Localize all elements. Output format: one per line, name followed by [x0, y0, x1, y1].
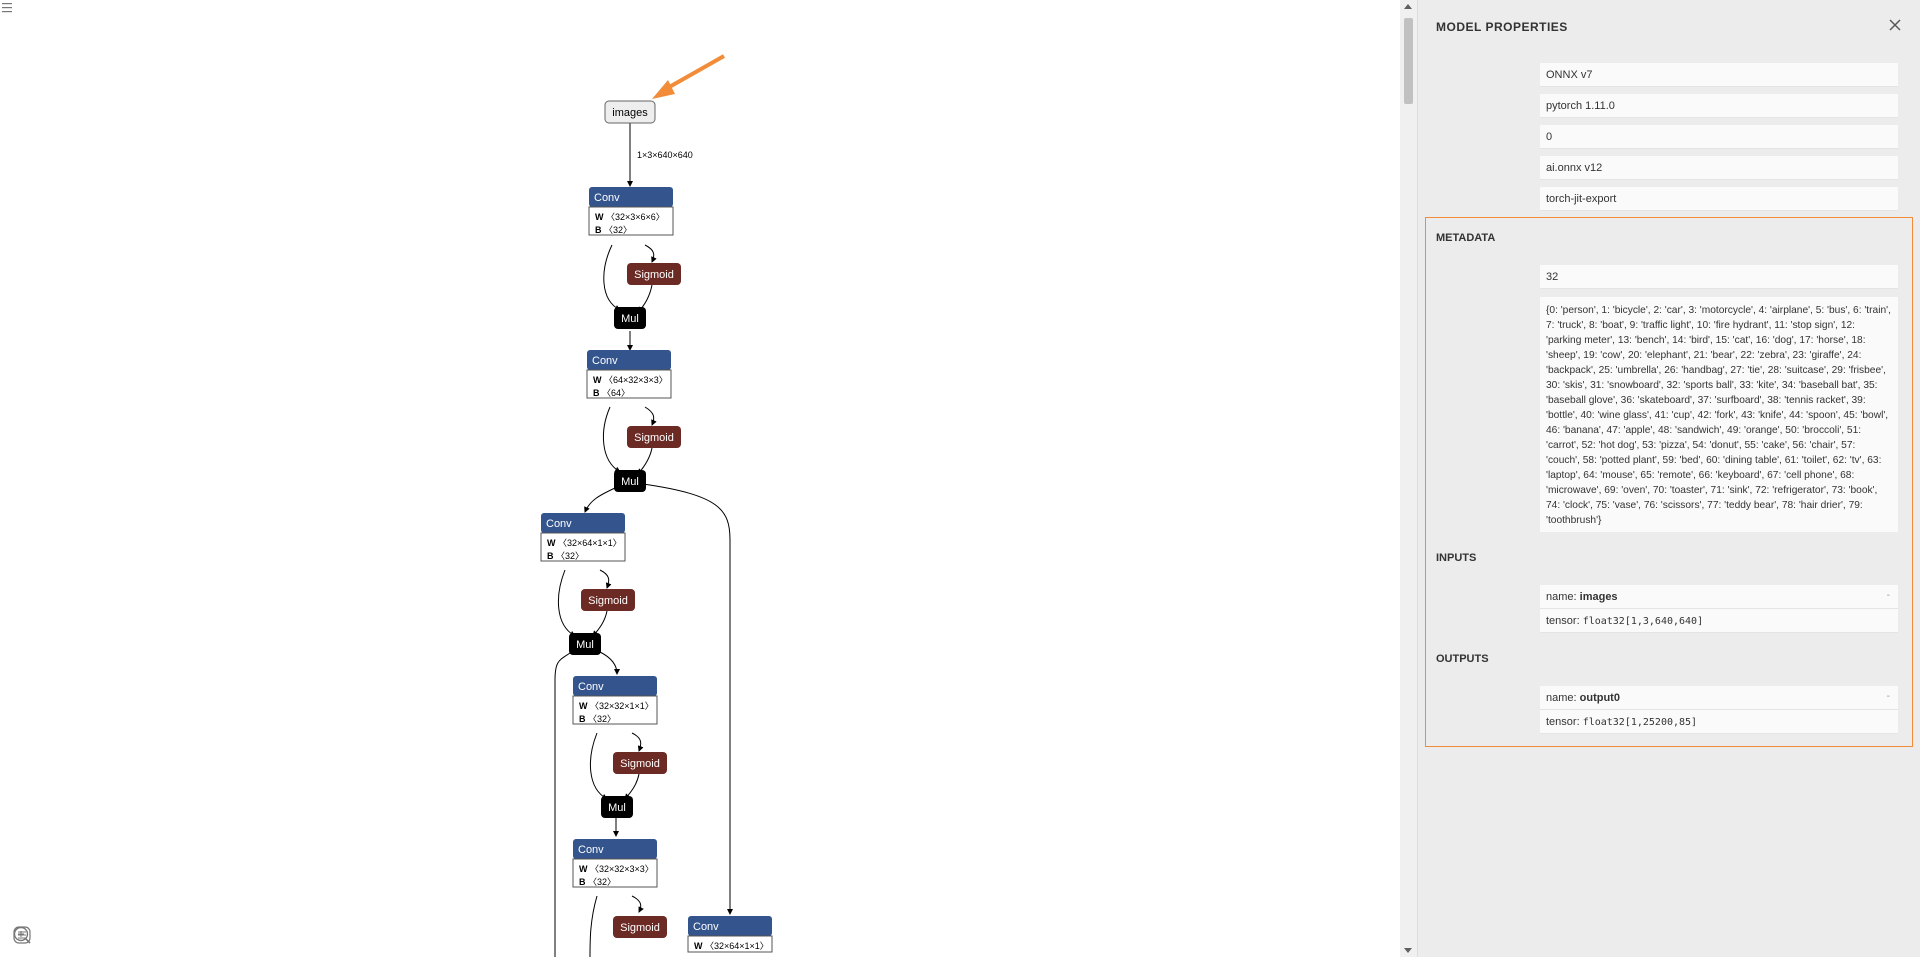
graph-edges — [554, 121, 733, 957]
input-shape-label: 1×3×640×640 — [637, 150, 693, 160]
output-name-field[interactable]: name: output0 - — [1540, 686, 1898, 710]
node-type-label: Conv — [546, 518, 572, 530]
node-type-label: Mul — [621, 313, 639, 325]
node-mul-11[interactable]: Mul — [601, 796, 633, 818]
node-type-label: Conv — [693, 921, 719, 933]
node-bias-attr: B 〈32〉 — [579, 714, 616, 724]
node-bias-attr: B 〈32〉 — [547, 551, 584, 561]
node-weight-attr: W 〈32×32×3×3〉 — [579, 864, 654, 874]
node-type-label: Conv — [592, 355, 618, 367]
model-properties-panel: MODEL PROPERTIES format ONNX v7 producer… — [1417, 0, 1920, 957]
metadata-highlight-box — [1425, 217, 1913, 747]
node-type-label: Sigmoid — [634, 432, 674, 444]
property-value[interactable]: 32 — [1540, 265, 1898, 289]
input-tensor-field[interactable]: tensor: float32[1,3,640,640] — [1540, 609, 1898, 633]
node-sigmoid-13[interactable]: Sigmoid — [613, 916, 667, 938]
node-weight-attr: W 〈32×3×6×6〉 — [595, 212, 665, 222]
node-type-label: Mul — [576, 639, 594, 651]
property-row-imports: imports ai.onnx v12 — [1418, 156, 1920, 182]
property-value[interactable]: ai.onnx v12 — [1540, 156, 1898, 180]
node-type-label: Sigmoid — [620, 922, 660, 934]
graph-scrollbar[interactable] — [1400, 0, 1417, 957]
input-tensor-prefix: tensor: — [1546, 615, 1583, 627]
annotation-arrow — [652, 54, 725, 99]
node-sigmoid-10[interactable]: Sigmoid — [613, 752, 667, 774]
node-conv-12[interactable]: Conv W 〈32×32×3×3〉 B 〈32〉 — [572, 839, 658, 888]
node-conv-9[interactable]: Conv W 〈32×32×1×1〉 B 〈32〉 — [572, 676, 658, 725]
property-value[interactable]: pytorch 1.11.0 — [1540, 94, 1898, 118]
node-sigmoid-7[interactable]: Sigmoid — [581, 589, 635, 611]
node-conv-3[interactable]: Conv W 〈64×32×3×3〉 B 〈64〉 — [586, 350, 672, 399]
node-mul-2[interactable]: Mul — [614, 307, 646, 329]
node-type-label: Mul — [608, 802, 626, 814]
scrollbar-thumb[interactable] — [1404, 18, 1413, 104]
node-weight-attr: W 〈32×32×1×1〉 — [579, 701, 654, 711]
graph-svg[interactable]: images 1×3×640×640 Conv W 〈32×3×6×6〉 B 〈32… — [0, 0, 1400, 957]
input-tensor-value: float32[1,3,640,640] — [1582, 616, 1704, 627]
property-row-version: version 0 — [1418, 125, 1920, 151]
node-sigmoid-4[interactable]: Sigmoid — [627, 426, 681, 448]
node-type-label: Conv — [594, 192, 620, 204]
hamburger-icon[interactable] — [0, 0, 16, 16]
output-tensor-value: float32[1,25200,85] — [1582, 717, 1698, 728]
input-name-prefix: name: — [1546, 591, 1580, 603]
property-value[interactable]: 0 — [1540, 125, 1898, 149]
output-tensor-field[interactable]: tensor: float32[1,25200,85] — [1540, 710, 1898, 734]
node-mul-8[interactable]: Mul — [569, 633, 601, 655]
property-row-graph: graph torch-jit-export — [1418, 187, 1920, 213]
input-name-field[interactable]: name: images - — [1540, 585, 1898, 609]
node-type-label: Sigmoid — [588, 595, 628, 607]
zoom-out-icon[interactable] — [12, 925, 32, 945]
node-bias-attr: B 〈64〉 — [593, 388, 630, 398]
close-icon[interactable] — [1888, 18, 1902, 32]
panel-title: MODEL PROPERTIES — [1436, 20, 1568, 34]
property-value[interactable]: ONNX v7 — [1540, 63, 1898, 87]
metadata-section-title: METADATA — [1436, 232, 1496, 244]
node-conv-0[interactable]: Conv W 〈32×3×6×6〉 B 〈32〉 — [588, 187, 674, 236]
node-weight-attr: W 〈32×64×1×1〉 — [694, 941, 769, 951]
node-sigmoid-1[interactable]: Sigmoid — [627, 263, 681, 285]
node-conv-14[interactable]: Conv W 〈32×64×1×1〉 — [687, 916, 773, 953]
node-mul-5[interactable]: Mul — [614, 470, 646, 492]
output-tensor-prefix: tensor: — [1546, 716, 1583, 728]
node-type-label: Sigmoid — [634, 269, 674, 281]
input-node-images[interactable]: images — [604, 100, 656, 124]
node-type-label: Conv — [578, 681, 604, 693]
outputs-section-title: OUTPUTS — [1436, 653, 1489, 665]
graph-canvas[interactable]: images 1×3×640×640 Conv W 〈32×3×6×6〉 B 〈32… — [0, 0, 1400, 957]
metadata-names-value[interactable]: {0: 'person', 1: 'bicycle', 2: 'car', 3:… — [1540, 297, 1898, 532]
node-weight-attr: W 〈32×64×1×1〉 — [547, 538, 622, 548]
property-row-producer: producer pytorch 1.11.0 — [1418, 94, 1920, 120]
property-value[interactable]: torch-jit-export — [1540, 187, 1898, 211]
inputs-section-title: INPUTS — [1436, 552, 1477, 564]
metadata-row-stride: stride 32 — [1418, 265, 1920, 291]
property-row-format: format ONNX v7 — [1418, 63, 1920, 89]
node-bias-attr: B 〈32〉 — [595, 225, 632, 235]
output-name-value: output0 — [1579, 692, 1620, 704]
expand-icon[interactable]: - — [1886, 691, 1890, 702]
input-name-value: images — [1579, 591, 1618, 603]
scroll-up-arrow-icon[interactable] — [1404, 4, 1412, 9]
node-type-label: Conv — [578, 844, 604, 856]
node-bias-attr: B 〈32〉 — [579, 877, 616, 887]
expand-icon[interactable]: - — [1886, 590, 1890, 601]
node-type-label: Mul — [621, 476, 639, 488]
node-type-label: Sigmoid — [620, 758, 660, 770]
input-node-label: images — [612, 107, 648, 119]
node-conv-6[interactable]: Conv W 〈32×64×1×1〉 B 〈32〉 — [540, 513, 626, 562]
node-weight-attr: W 〈64×32×3×3〉 — [593, 375, 668, 385]
output-name-prefix: name: — [1546, 692, 1580, 704]
scroll-down-arrow-icon[interactable] — [1404, 948, 1412, 953]
